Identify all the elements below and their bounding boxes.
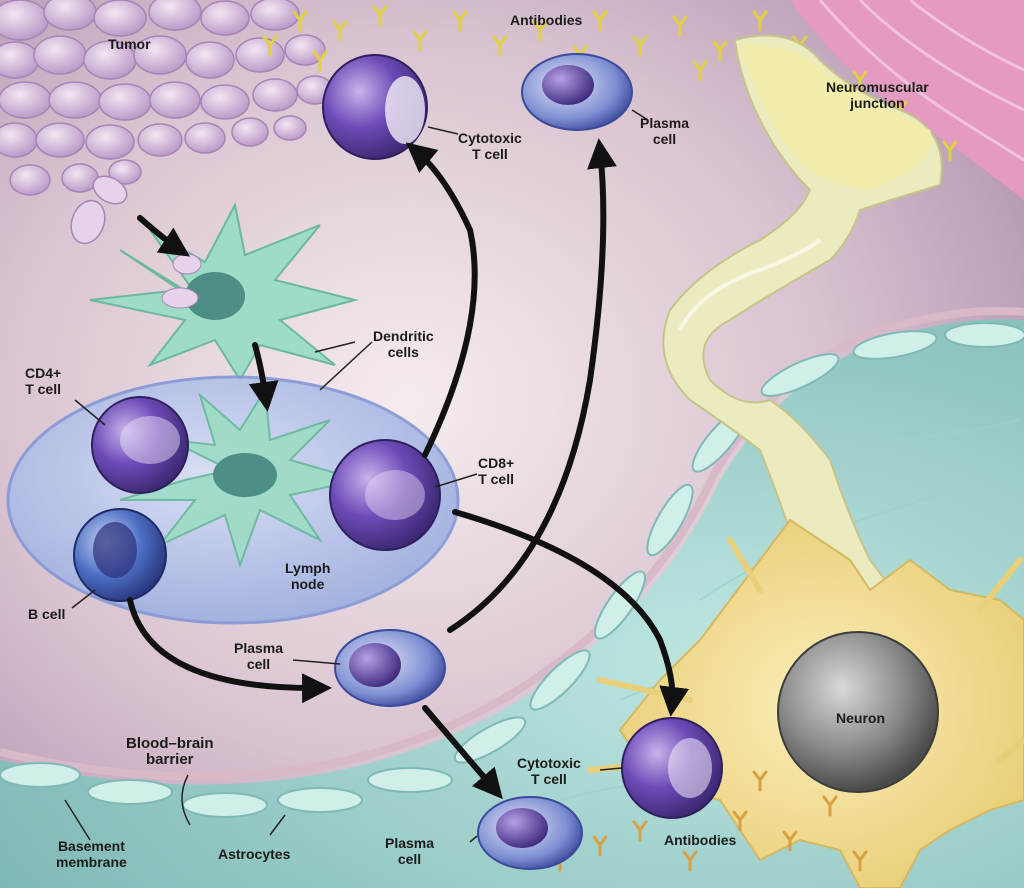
- label-antibodies-bottom: Antibodies: [664, 832, 736, 848]
- label-tumor: Tumor: [108, 36, 151, 52]
- plasma-cell-middle: [335, 630, 445, 706]
- label-antibodies-top: Antibodies: [510, 12, 582, 28]
- cd4-t-cell: [92, 397, 188, 493]
- label-neuron: Neuron: [836, 710, 885, 726]
- label-b-cell: B cell: [28, 606, 65, 622]
- label-astrocytes: Astrocytes: [218, 846, 290, 862]
- b-cell: [74, 509, 166, 601]
- cytotoxic-t-cell-top: [323, 55, 427, 159]
- plasma-cell-bottom: [478, 797, 582, 869]
- plasma-cell-top: [522, 54, 632, 130]
- label-cd8-t-cell: CD8+T cell: [478, 455, 514, 487]
- label-cd4-t-cell: CD4+T cell: [25, 365, 61, 397]
- cytotoxic-t-cell-bottom: [622, 718, 722, 818]
